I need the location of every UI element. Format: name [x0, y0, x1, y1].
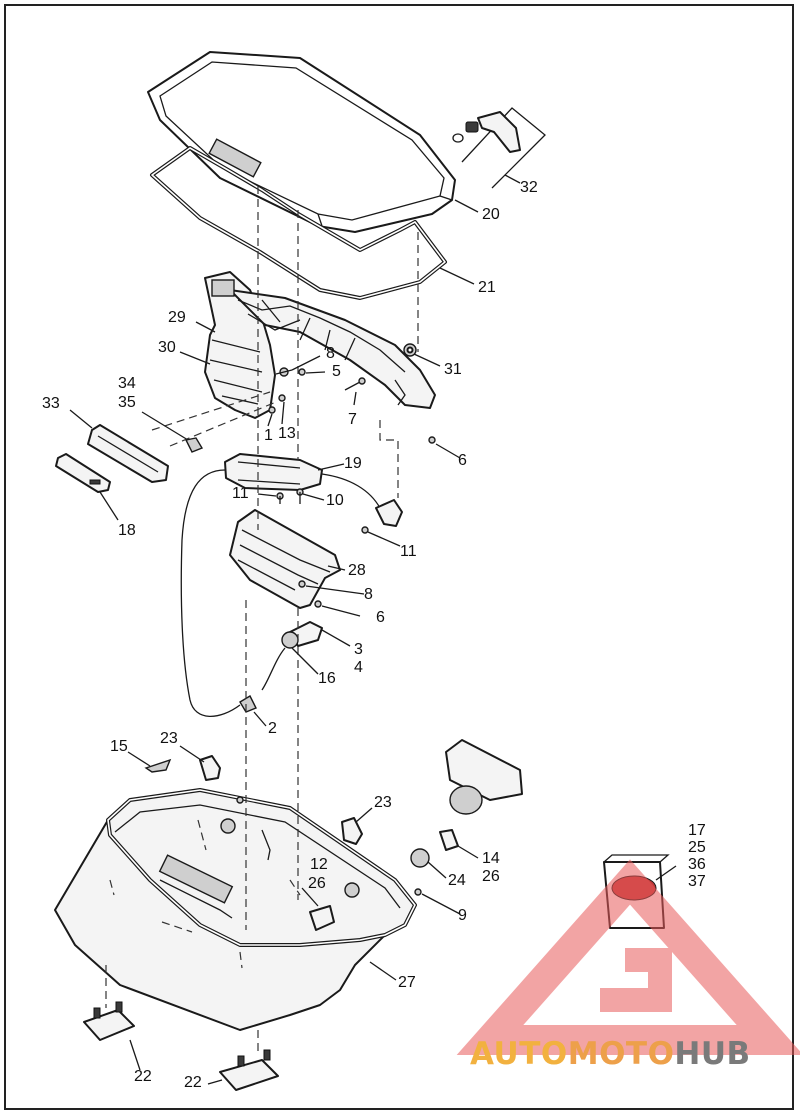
- saddlebag-body-part: [54, 788, 417, 1031]
- kit-callout-37: 37: [688, 873, 706, 890]
- watermark-auto: AUTO: [470, 1036, 568, 1072]
- callout-18: 18: [118, 522, 136, 539]
- kit-callout-25: 25: [688, 839, 706, 856]
- callout-15: 15: [110, 738, 128, 755]
- callout-30: 30: [158, 339, 176, 356]
- callout-13: 13: [278, 425, 296, 442]
- assembly-guide-lines: [105, 186, 419, 1055]
- callout-16: 16: [318, 670, 336, 687]
- diagram-frame: [4, 4, 794, 1110]
- kit-callout-17: 17: [688, 822, 706, 839]
- callout-26: 26: [482, 868, 500, 885]
- callout-9: 9: [458, 907, 467, 924]
- latch-strike-parts: [144, 739, 523, 931]
- callout-27: 27: [398, 974, 416, 991]
- callout-11: 11: [232, 485, 249, 502]
- lid-part: [147, 51, 456, 233]
- callout-35: 35: [118, 394, 136, 411]
- seal-part: [150, 146, 447, 300]
- callout-28: 28: [348, 562, 366, 579]
- latch-knob-part: [452, 107, 546, 189]
- callout-24: 24: [448, 872, 466, 889]
- callout-26b: 26: [308, 875, 326, 892]
- mounting-clip-parts: [83, 1001, 279, 1091]
- callout-5: 5: [332, 363, 341, 380]
- watermark-text: AUTOMOTOHUB: [470, 1036, 751, 1072]
- callout-1: 1: [264, 427, 273, 444]
- hinge-bracket-part: [204, 271, 436, 419]
- callout-10: 10: [326, 492, 344, 509]
- callout-22: 22: [134, 1068, 152, 1085]
- callout-32: 32: [520, 179, 538, 196]
- callout-11b: 11: [400, 543, 417, 560]
- callout-21: 21: [478, 279, 496, 296]
- callout-23b: 23: [374, 794, 392, 811]
- callout-34: 34: [118, 375, 136, 392]
- callout-12: 12: [310, 856, 328, 873]
- callout-31: 31: [444, 361, 462, 378]
- handle-trim-part: [55, 424, 204, 493]
- callout-6: 6: [458, 452, 467, 469]
- callout-2: 2: [268, 720, 277, 737]
- callout-20: 20: [482, 206, 500, 223]
- callout-3: 3: [354, 641, 363, 658]
- callout-29: 29: [168, 309, 186, 326]
- callout-6b: 6: [376, 609, 385, 626]
- socket-part: [239, 621, 323, 713]
- callout-7: 7: [348, 411, 357, 428]
- watermark-hub: HUB: [674, 1036, 751, 1072]
- watermark-moto: MOTO: [567, 1036, 675, 1072]
- lens-part: [229, 509, 341, 609]
- callout-leaders: [69, 174, 677, 1085]
- callout-8: 8: [326, 345, 335, 362]
- callout-14: 14: [482, 850, 500, 867]
- watermark-logo-mark: [456, 859, 800, 1055]
- light-housing-part: [180, 453, 403, 717]
- callout-33: 33: [42, 395, 60, 412]
- callout-19: 19: [344, 455, 362, 472]
- hinge-fasteners: [268, 343, 436, 444]
- kit-callout-36: 36: [688, 856, 706, 873]
- callout-23: 23: [160, 730, 178, 747]
- callout-8b: 8: [364, 586, 373, 603]
- kit-callout-stack: 17 25 36 37: [688, 822, 706, 890]
- callout-4: 4: [354, 659, 363, 676]
- callout-22b: 22: [184, 1074, 202, 1091]
